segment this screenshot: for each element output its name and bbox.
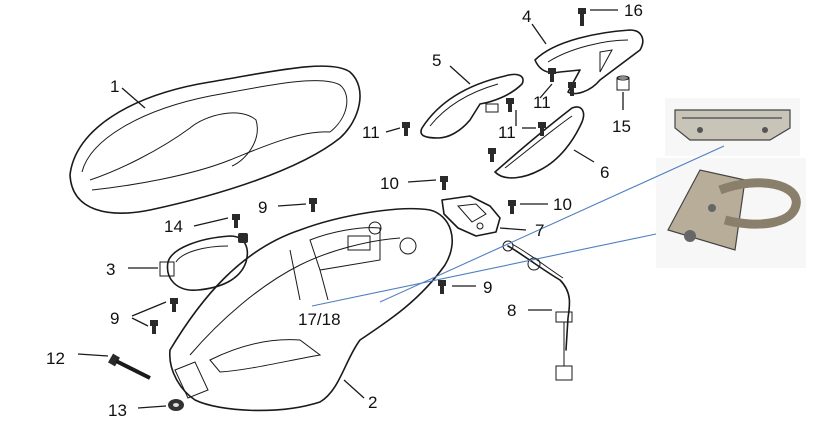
bolt-icon	[402, 122, 410, 136]
bolt-leader-lines	[131, 83, 553, 327]
bolt-icon	[232, 214, 240, 228]
bolt-icon	[170, 298, 178, 312]
label-part-2: 2	[368, 393, 377, 412]
label-part-16: 16	[624, 1, 643, 20]
leader-line	[121, 87, 146, 109]
label-part-3: 3	[106, 260, 115, 279]
leader-line	[343, 379, 365, 399]
bolt-icon	[506, 98, 514, 112]
label-part-9-right: 9	[483, 278, 492, 297]
bolt-icon	[548, 68, 556, 82]
photo-inset-hook	[656, 158, 806, 268]
seat-lock-part	[441, 195, 501, 237]
bolt-icon	[309, 198, 317, 212]
label-part-4: 4	[522, 7, 531, 26]
bolt-icon	[508, 200, 516, 214]
label-part-12: 12	[46, 349, 65, 368]
part-labels: 1 2 3 4 5 6 7 8 9 9 9 10 10 11 11 11 12 …	[46, 1, 643, 420]
bolt-icon	[438, 280, 446, 294]
label-part-10-left: 10	[380, 174, 399, 193]
leader-line	[137, 405, 167, 409]
label-part-5: 5	[432, 51, 441, 70]
label-part-14: 14	[164, 217, 183, 236]
bolt-icon	[568, 82, 576, 96]
label-part-13: 13	[108, 401, 127, 420]
leader-line	[573, 149, 595, 163]
leader-line	[531, 23, 547, 45]
small-bolt-icons	[150, 68, 576, 334]
label-part-10-right: 10	[553, 195, 572, 214]
bolt-icon	[488, 148, 496, 162]
bolt-icon	[440, 176, 448, 190]
long-bolt-part	[108, 353, 151, 380]
bolt-icon	[150, 320, 158, 334]
leader-line	[499, 227, 527, 231]
storage-box-part	[169, 207, 454, 412]
left-grab-handle-part	[420, 73, 524, 139]
callout-lines	[311, 145, 725, 307]
grommet-part	[168, 399, 184, 411]
bolt-icon	[538, 122, 546, 136]
right-grab-handle-part	[494, 106, 585, 179]
label-part-11-lower: 11	[498, 123, 516, 142]
photo-inset-bracket	[665, 98, 800, 156]
spacer-part	[616, 75, 630, 91]
label-part-9-left: 9	[110, 309, 119, 328]
label-part-11-upper: 11	[533, 93, 551, 112]
label-part-1: 1	[110, 77, 119, 96]
leader-line	[449, 65, 471, 85]
label-part-9-top: 9	[258, 198, 267, 217]
leader-line	[77, 353, 109, 357]
bolt-16-part	[578, 8, 586, 26]
battery-cover-part	[159, 233, 249, 291]
label-part-8: 8	[507, 301, 516, 320]
label-part-15: 15	[612, 117, 631, 136]
label-part-7: 7	[535, 221, 544, 240]
label-part-11-left: 11	[362, 123, 380, 142]
label-part-17-18: 17/18	[298, 310, 341, 329]
latch-cable-part	[502, 240, 573, 381]
rear-grab-rail-part	[534, 29, 644, 95]
label-part-6: 6	[600, 163, 609, 182]
seat-part	[69, 65, 361, 214]
